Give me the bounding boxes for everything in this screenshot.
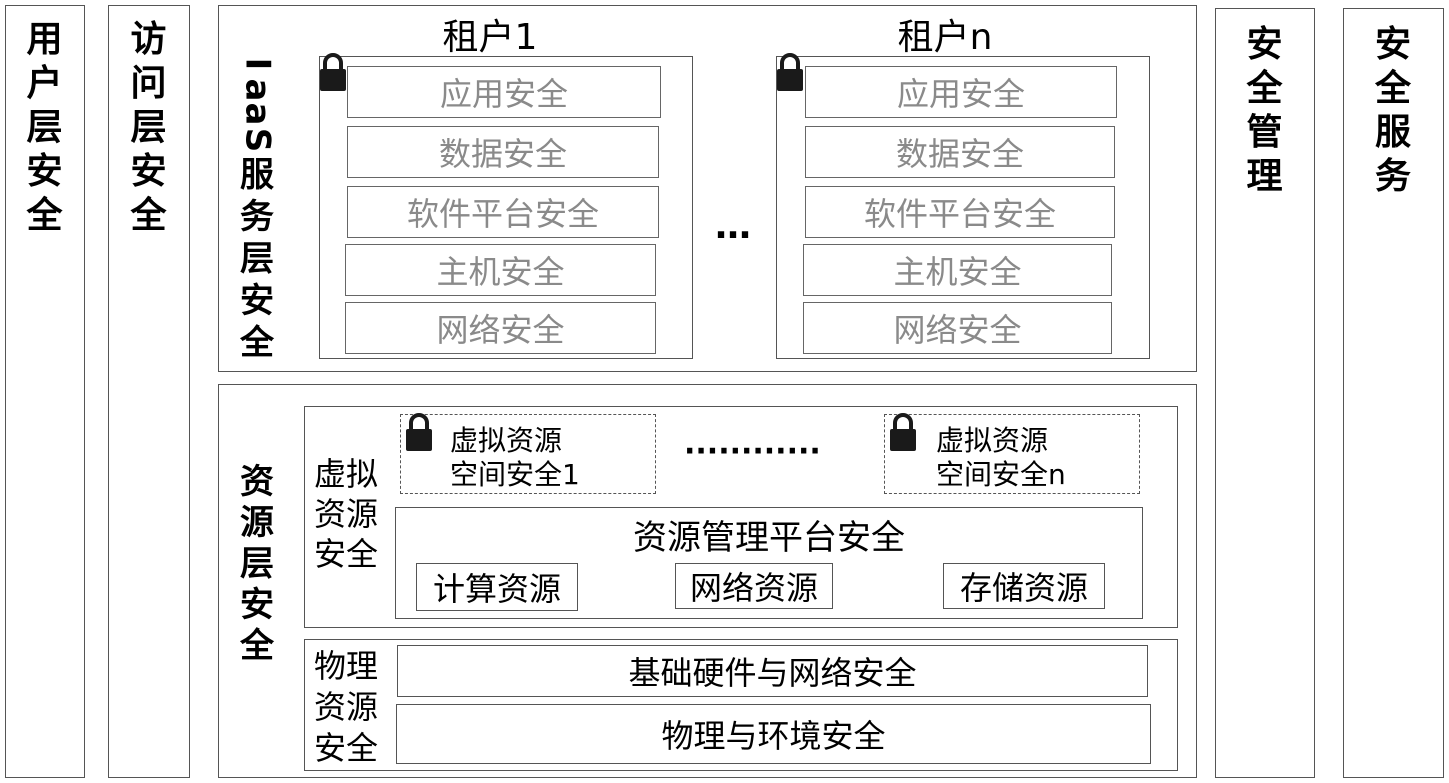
virtual-space-ellipsis: ············ <box>684 434 821 469</box>
access-layer-security-label: 访 问 层 安 全 <box>130 19 167 236</box>
security-management-label: 安 全 管 理 <box>1246 24 1283 197</box>
tenant-1-host-security: 主机安全 <box>345 244 656 296</box>
virtual-space-n-text: 虚拟资源 空间安全n <box>936 424 1066 491</box>
tenant-1-network-security: 网络安全 <box>345 302 656 354</box>
iaas-layer-label: I a a S 服 务 层 安 全 <box>236 57 277 363</box>
physical-environment-security: 物理与环境安全 <box>396 704 1151 764</box>
security-management-panel: 安 全 管 理 <box>1215 8 1315 778</box>
tenant-1-title: 租户1 <box>442 17 538 58</box>
resource-layer-label: 资 源 层 安 全 <box>240 462 274 666</box>
tenant-n-network-security: 网络安全 <box>803 302 1112 354</box>
security-service-label: 安 全 服 务 <box>1374 24 1411 197</box>
physical-resource-label: 物理 资源 安全 <box>314 647 379 767</box>
tenant-1-app-security: 应用安全 <box>347 66 661 118</box>
user-layer-security-label: 用 户 层 安 全 <box>26 19 63 236</box>
storage-resource: 存储资源 <box>943 563 1105 609</box>
virtual-space-1-text: 虚拟资源 空间安全1 <box>450 424 580 491</box>
tenant-n-data-security: 数据安全 <box>805 126 1115 178</box>
network-resource: 网络资源 <box>675 563 833 609</box>
hardware-network-security: 基础硬件与网络安全 <box>397 645 1148 697</box>
virtual-resource-label: 虚拟 资源 安全 <box>314 455 379 573</box>
compute-resource: 计算资源 <box>416 563 578 611</box>
tenant-n-title: 租户n <box>897 17 993 58</box>
lock-icon <box>890 413 916 451</box>
tenant-1-data-security: 数据安全 <box>347 126 659 178</box>
tenant-n-software-platform-security: 软件平台安全 <box>805 186 1115 238</box>
tenant-1-software-platform-security: 软件平台安全 <box>347 186 659 238</box>
tenant-n-app-security: 应用安全 <box>805 66 1117 118</box>
lock-icon <box>406 413 432 451</box>
resource-management-platform-title: 资源管理平台安全 <box>633 518 905 558</box>
virtual-space-1 <box>400 414 656 494</box>
user-layer-security-panel: 用 户 层 安 全 <box>5 5 85 778</box>
tenant-ellipsis: … <box>715 206 753 247</box>
security-service-panel: 安 全 服 务 <box>1343 8 1444 778</box>
tenant-n-host-security: 主机安全 <box>803 244 1112 296</box>
lock-icon <box>320 53 346 91</box>
access-layer-security-panel: 访 问 层 安 全 <box>108 5 190 778</box>
virtual-space-n <box>884 414 1140 494</box>
lock-icon <box>777 53 803 91</box>
